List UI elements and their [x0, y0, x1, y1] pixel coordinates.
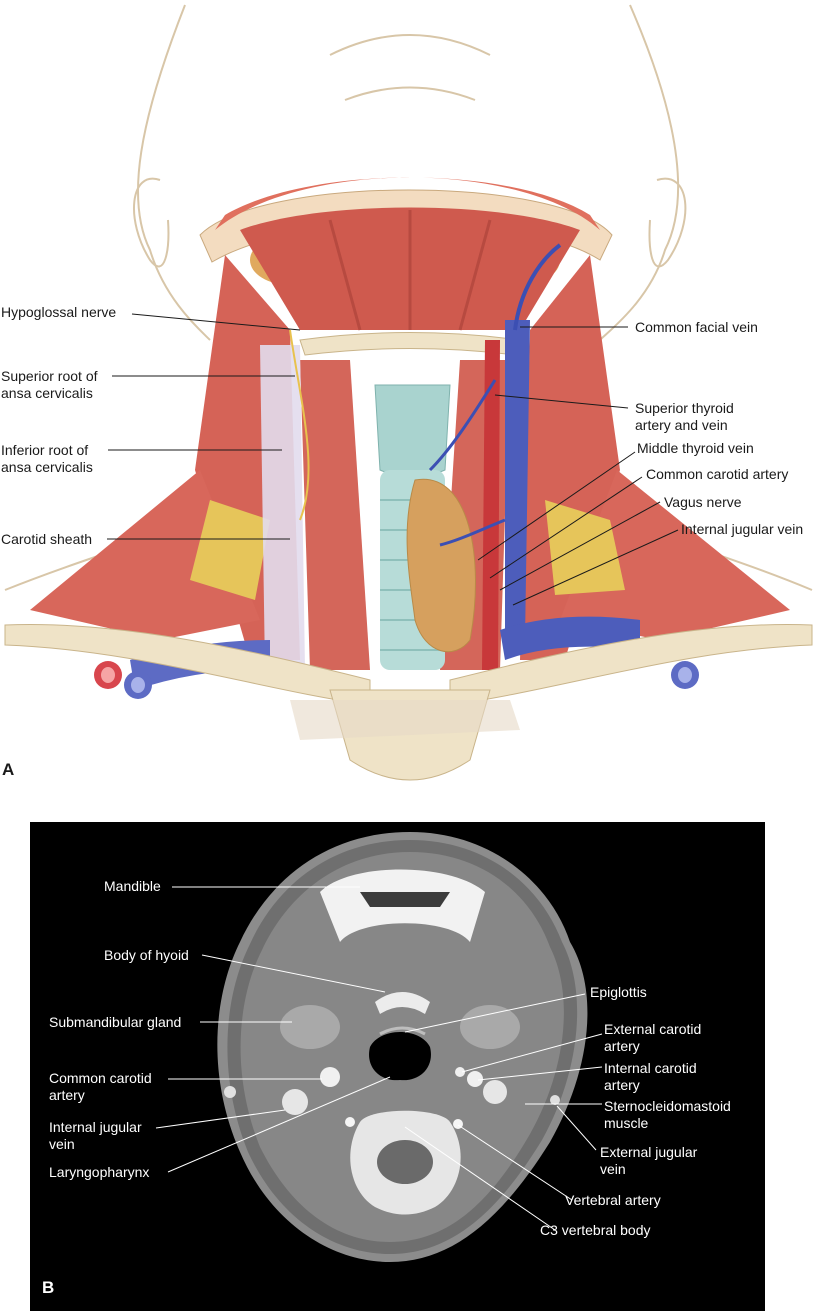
common-carotid-artery: [482, 340, 500, 670]
superior-thyroid-vessels: [428, 379, 497, 472]
label-mandible: Mandible: [104, 878, 161, 894]
label-external-jugular-line1: External jugular: [600, 1144, 698, 1160]
label-submandibular-gland: Submandibular gland: [49, 1014, 182, 1030]
label-hypoglossal-nerve: Hypoglossal nerve: [1, 304, 117, 320]
label-sternocleidomastoid-line2: muscle: [604, 1115, 649, 1131]
epiglottis: [379, 1026, 426, 1036]
head-outline: [137, 4, 680, 341]
panel-b-leader-lines: [155, 886, 603, 1231]
leader-hyoid: [201, 954, 386, 993]
label-superior-thyroid-line1: Superior thyroid: [635, 400, 734, 416]
panel-b-tag: B: [42, 1278, 55, 1297]
label-sternocleidomastoid-line1: Sternocleidomastoid: [604, 1098, 731, 1114]
label-middle-thyroid-vein: Middle thyroid vein: [637, 440, 754, 456]
leader-middle-thyroid: [477, 451, 636, 561]
leader-common-carotid: [489, 476, 643, 579]
label-internal-jugular-line1: Internal jugular: [49, 1119, 142, 1135]
lips: [329, 34, 491, 101]
label-internal-carotid-line1: Internal carotid: [604, 1060, 697, 1076]
label-common-carotid-line1: Common carotid: [49, 1070, 152, 1086]
body-of-hyoid: [375, 992, 430, 1014]
ct-axial-image: [155, 832, 603, 1262]
right-ear: [648, 177, 687, 268]
panel-a-tag: A: [2, 760, 15, 779]
infrahyoid-left: [300, 360, 370, 670]
left-ear: [133, 177, 170, 268]
leader-superior-thyroid: [494, 394, 629, 409]
label-superior-root-line2: ansa cervicalis: [1, 385, 93, 401]
leader-ejv: [556, 1105, 597, 1151]
leader-ijv: [512, 529, 679, 606]
laryngopharynx-airway: [369, 1032, 431, 1081]
leader-laryngopharynx: [167, 1076, 391, 1173]
right-internal-carotid-artery: [467, 1071, 483, 1087]
label-epiglottis: Epiglottis: [590, 984, 647, 1000]
label-common-carotid-artery: Common carotid artery: [646, 466, 789, 482]
leader-eca: [461, 1033, 603, 1073]
label-internal-jugular-line2: vein: [49, 1136, 75, 1152]
ansa-cervicalis: [289, 329, 310, 521]
common-facial-vein: [513, 243, 562, 331]
internal-jugular-vein: [505, 320, 530, 650]
left-submandibular-gland: [280, 1005, 340, 1049]
panel-a: Hypoglossal nerve Superior root of ansa …: [1, 4, 813, 781]
middle-thyroid-vein: [439, 518, 506, 547]
leader-ijv: [155, 1109, 286, 1129]
leader-c3: [404, 1126, 556, 1231]
leader-vagus: [499, 501, 661, 591]
left-internal-jugular-vein: [282, 1089, 308, 1115]
leader-hypoglossal: [131, 313, 301, 331]
neck-dissection-illustration: [4, 4, 813, 781]
right-posterior-triangle: [545, 500, 625, 595]
external-jugular-vein: [550, 1095, 560, 1105]
left-posterior-triangle: [190, 500, 270, 600]
label-laryngopharynx: Laryngopharynx: [49, 1164, 150, 1180]
right-internal-jugular-vein: [483, 1080, 507, 1104]
thyroid-cartilage: [374, 384, 451, 478]
right-trapezius: [560, 470, 790, 640]
left-trapezius: [30, 470, 260, 640]
right-submandibular-gland: [460, 1005, 520, 1049]
thyroid-gland: [406, 478, 476, 653]
panel-b: Mandible Body of hyoid Submandibular gla…: [30, 822, 765, 1311]
label-common-facial-vein: Common facial vein: [635, 319, 758, 335]
brachiocephalic-vein: [500, 616, 640, 660]
leader-ica: [477, 1066, 603, 1081]
leader-epiglottis: [404, 993, 586, 1033]
label-internal-carotid-line2: artery: [604, 1077, 640, 1093]
label-external-jugular-line2: vein: [600, 1161, 626, 1177]
left-external-jugular-vein: [224, 1086, 236, 1098]
label-external-carotid-line2: artery: [604, 1038, 640, 1054]
leader-vertebral-artery: [457, 1124, 573, 1201]
right-external-carotid-artery: [455, 1067, 465, 1077]
label-carotid-sheath: Carotid sheath: [1, 531, 93, 547]
label-vagus-nerve: Vagus nerve: [664, 494, 742, 510]
panel-a-leader-lines: [107, 313, 679, 606]
label-inferior-root-line1: Inferior root of: [1, 442, 89, 458]
right-sternocleidomastoid: [520, 255, 620, 660]
label-superior-root-line1: Superior root of: [1, 368, 98, 384]
label-internal-jugular-vein: Internal jugular vein: [681, 521, 804, 537]
label-vertebral-artery: Vertebral artery: [565, 1192, 661, 1208]
label-external-carotid-line1: External carotid: [604, 1021, 702, 1037]
label-c3-vertebral-body: C3 vertebral body: [540, 1222, 651, 1238]
left-common-carotid-artery: [320, 1067, 340, 1087]
label-common-carotid-line2: artery: [49, 1087, 85, 1103]
left-vertebral-artery: [345, 1117, 355, 1127]
label-superior-thyroid-line2: artery and vein: [635, 417, 728, 433]
label-inferior-root-line2: ansa cervicalis: [1, 459, 93, 475]
label-body-of-hyoid: Body of hyoid: [104, 947, 189, 963]
left-carotid-sheath: [260, 345, 305, 670]
